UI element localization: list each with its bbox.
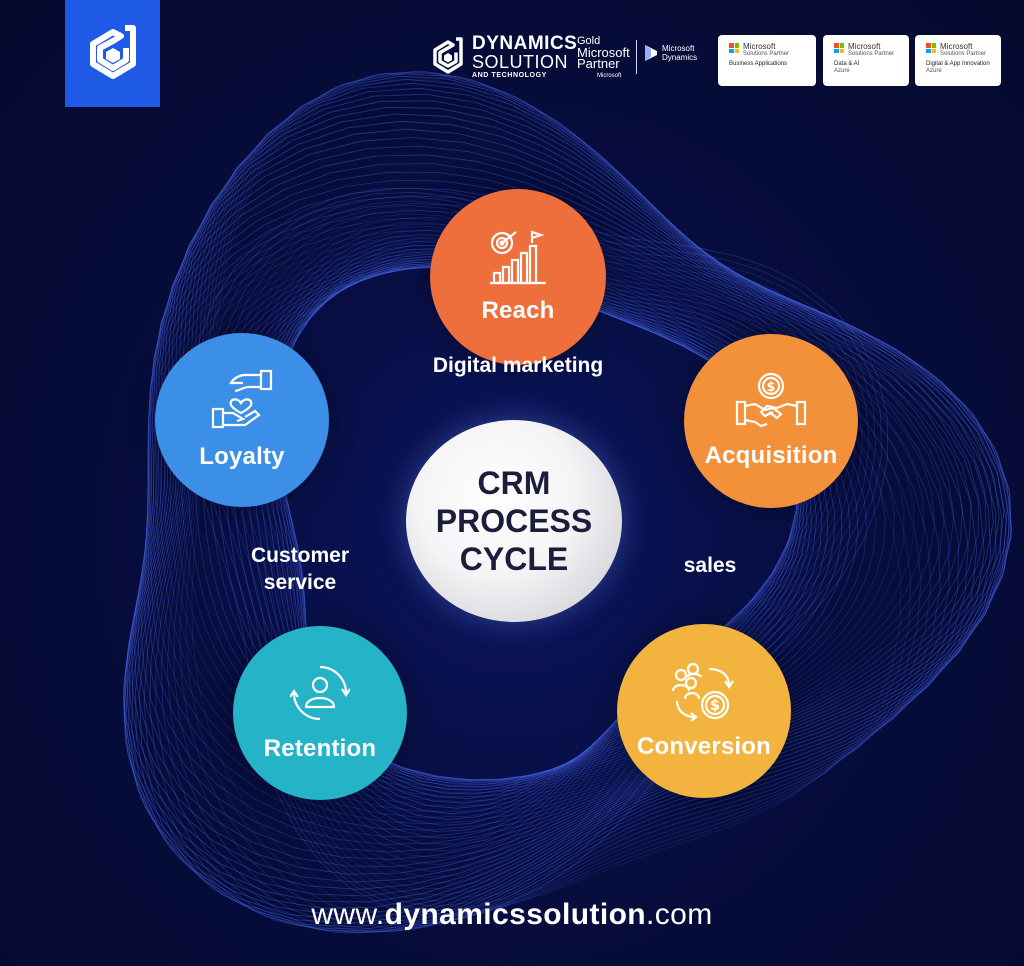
stage-reach: Reach <box>430 189 606 365</box>
center-line-2: PROCESS <box>436 502 592 540</box>
stage-label: Reach <box>481 297 554 325</box>
phase-label-service-line1: Customer <box>220 542 380 569</box>
stage-label: Acquisition <box>705 442 838 470</box>
url-prefix: www. <box>311 898 384 931</box>
phase-label-service-line2: service <box>220 569 380 596</box>
stage-label: Loyalty <box>199 443 284 471</box>
url-suffix: .com <box>646 898 713 931</box>
person-cycle-icon <box>290 663 350 723</box>
handshake-coin-icon: $ <box>735 372 807 430</box>
url-domain: dynamicssolution <box>385 898 646 931</box>
center-line-3: CYCLE <box>436 540 592 578</box>
svg-text:$: $ <box>766 380 775 395</box>
phase-label-sales: sales <box>660 552 760 579</box>
stage-conversion: $ Conversion <box>617 624 791 798</box>
svg-text:$: $ <box>710 698 720 714</box>
stage-label: Conversion <box>637 733 771 761</box>
stage-acquisition: $ Acquisition <box>684 334 858 508</box>
people-coin-icon: $ <box>669 661 739 721</box>
phase-label-service: Customer service <box>220 542 380 596</box>
crm-process-cycle-hub: CRM PROCESS CYCLE <box>406 420 622 622</box>
hand-heart-icon <box>209 369 275 431</box>
growth-chart-icon <box>488 229 548 285</box>
center-line-1: CRM <box>436 464 592 502</box>
phase-label-marketing: Digital marketing <box>396 352 640 379</box>
stage-loyalty: Loyalty <box>155 333 329 507</box>
stage-retention: Retention <box>233 626 407 800</box>
stage-label: Retention <box>264 735 376 763</box>
website-url[interactable]: www.dynamicssolution.com <box>0 898 1024 932</box>
